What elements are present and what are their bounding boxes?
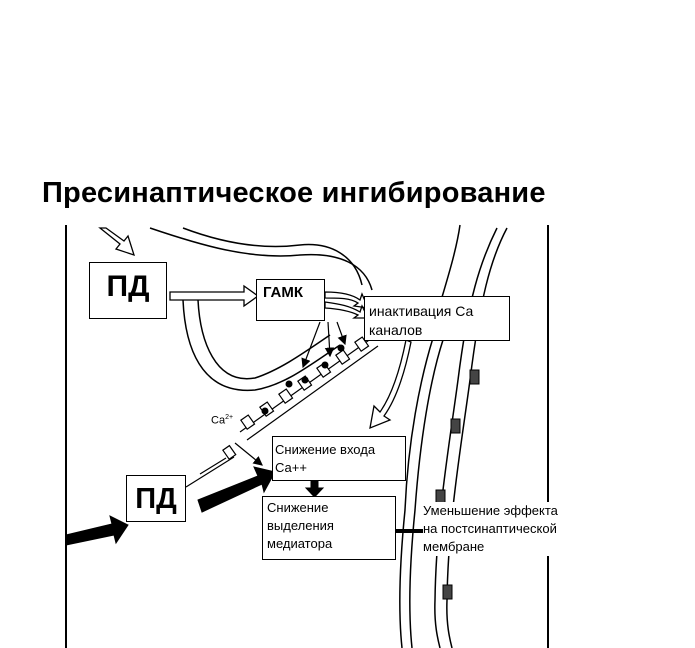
ca-channel: [185, 444, 237, 488]
postsynaptic-effect-label: Уменьшение эффекта на постсинаптической …: [423, 502, 562, 556]
mediator-line-2: выделения: [267, 518, 334, 533]
mediator-line-3: медиатора: [267, 536, 333, 551]
ca-influx-arrow: [234, 442, 263, 466]
pd-bottom-box: ПД: [126, 475, 186, 522]
inactivation-line-2: каналов: [369, 322, 423, 338]
gaba-binding-arrows: [301, 321, 347, 369]
gaba-molecules: [261, 344, 345, 415]
gamk-label: ГАМК: [263, 284, 304, 301]
pd-top-label: ПД: [106, 270, 150, 303]
ca-ion-text: Ca: [211, 414, 226, 427]
inactivation-line-1: инактивация Са: [369, 303, 474, 319]
arrow-gamk-to-inactivation: [324, 291, 370, 319]
ca-entry-line-2: Са++: [275, 460, 307, 475]
effect-line-1: Уменьшение эффекта: [423, 503, 558, 518]
inflow-arrow: [98, 227, 136, 257]
postsynaptic-membrane: [399, 224, 508, 648]
receptor-glyphs: [435, 369, 480, 600]
effect-line-3: мембране: [423, 539, 485, 554]
gamk-box: ГАМК: [256, 279, 325, 321]
axon-membrane: [149, 227, 373, 391]
pd-top-box: ПД: [89, 262, 167, 319]
ca-entry-box: Снижение входа Са++: [272, 436, 406, 481]
mediator-box: Снижение выделения медиатора: [262, 496, 396, 560]
pd-bottom-label: ПД: [135, 483, 177, 515]
ap-thick-arrows: [65, 466, 276, 546]
effect-line-2: на постсинаптической: [423, 521, 557, 536]
ca-entry-line-1: Снижение входа: [275, 442, 376, 457]
ion-channel-chain: [239, 336, 379, 441]
arrow-pd-to-gamk: [169, 284, 260, 308]
arrow-ca-entry-to-mediator: [304, 479, 325, 498]
diagram-frame: [65, 225, 549, 648]
mediator-line-1: Снижение: [267, 500, 329, 515]
page-title: Пресинаптическое ингибирование: [42, 177, 546, 209]
ca-ion-charge: 2+: [225, 414, 234, 421]
inactivation-box: инактивация Са каналов: [364, 296, 510, 341]
arrow-inactivation-to-ca-entry: [369, 339, 412, 430]
ca-ion-label: Ca2+: [211, 414, 233, 427]
